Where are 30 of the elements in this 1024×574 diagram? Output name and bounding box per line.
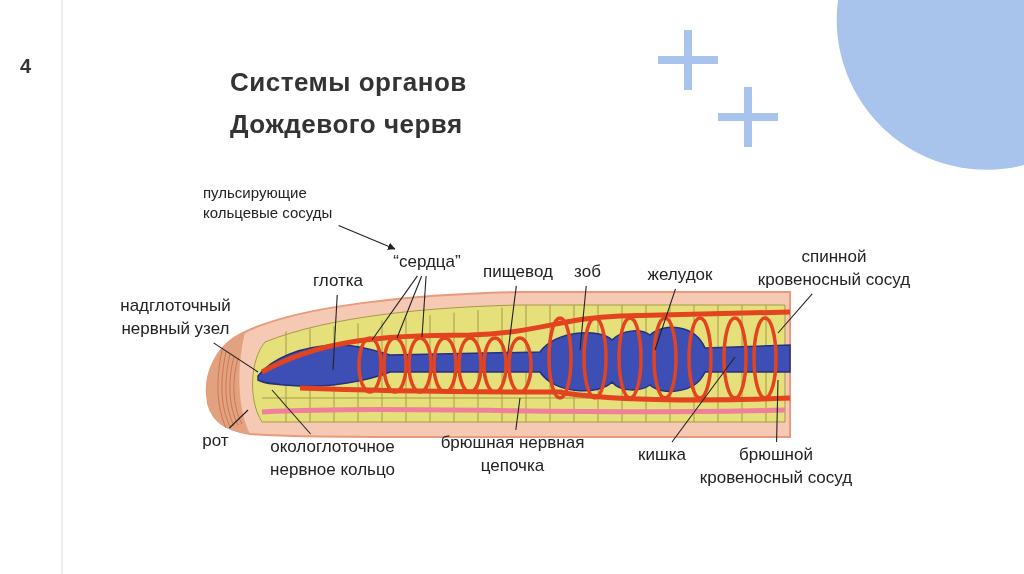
part-label: надглоточный нервный узел	[93, 295, 258, 341]
part-label: рот	[193, 430, 238, 453]
leader-line	[228, 409, 249, 429]
leader-line	[776, 379, 779, 443]
part-label: спинной кровеносный сосуд	[753, 246, 915, 292]
leader-line	[777, 293, 813, 334]
part-label: кишка	[628, 444, 696, 467]
leader-line	[421, 275, 427, 338]
part-label: желудок	[636, 264, 724, 287]
leader-line	[396, 275, 423, 339]
part-label: окологлоточное нервное кольцо	[250, 436, 415, 482]
leader-line	[271, 389, 312, 435]
leader-line	[579, 285, 587, 351]
slide-title: Системы органов Дождевого червя	[230, 66, 468, 141]
leader-line	[371, 275, 418, 341]
leader-line	[515, 397, 521, 431]
leader-line	[507, 285, 517, 353]
leader-line	[654, 288, 677, 351]
leader-line	[213, 342, 259, 373]
part-label: зоб	[565, 261, 610, 284]
arrow	[338, 224, 396, 250]
part-label: глотка	[303, 270, 373, 293]
part-label: брюшной кровеносный сосуд	[695, 444, 857, 490]
part-label: пищевод	[472, 261, 564, 284]
slide-number: 4	[20, 55, 32, 78]
part-label: “сердца”	[382, 251, 472, 274]
leader-line	[332, 294, 338, 371]
part-label: брюшная нервная цепочка	[430, 432, 595, 478]
part-label: пульсирующие кольцевые сосуды	[203, 183, 368, 224]
leader-line	[671, 356, 736, 443]
